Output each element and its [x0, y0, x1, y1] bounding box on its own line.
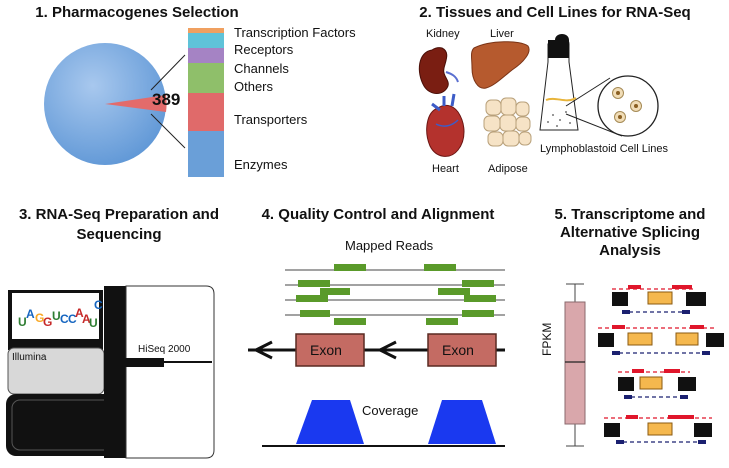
category-label-others: Others: [234, 79, 274, 94]
kidney-icon: [418, 47, 459, 94]
panel1-title: 1. Pharmacogenes Selection: [35, 4, 239, 21]
coverage-label: Coverage: [362, 403, 419, 418]
liver-icon: [471, 41, 530, 89]
svg-text:C: C: [60, 312, 69, 326]
panel5-title-line2: Alternative Splicing: [559, 224, 701, 241]
bar-receptors: [188, 33, 224, 48]
panel3-title-line2: Sequencing: [76, 226, 162, 243]
adipose-icon: [483, 97, 532, 147]
category-label-channels: Channels: [234, 61, 289, 76]
exon-box-right: [427, 333, 497, 367]
label-adipose: Adipose: [488, 163, 528, 175]
bar-transcription-factors: [188, 28, 224, 33]
category-stacked-bar: [188, 28, 224, 177]
mapped-reads-label: Mapped Reads: [345, 238, 434, 253]
isoform-3: [618, 369, 696, 399]
exon-label-right: Exon: [442, 342, 474, 358]
bar-enzymes: [188, 131, 224, 177]
isoform-1: [612, 285, 706, 314]
svg-text:U: U: [89, 316, 98, 330]
pie-slice-pharmacogenes: [105, 95, 167, 112]
svg-text:A: A: [82, 312, 91, 326]
coverage-peak-right: [428, 400, 496, 444]
exon-box-left: [295, 333, 365, 367]
hiseq-label: HiSeq 2000: [138, 344, 191, 355]
svg-text:A: A: [75, 306, 84, 320]
panel5-title-line1: 5. Transcriptome and: [554, 206, 706, 223]
category-label-enzymes: Enzymes: [234, 157, 288, 172]
label-heart: Heart: [432, 163, 459, 175]
category-label-transporters: Transporters: [234, 112, 308, 127]
pharmacogene-count: 389: [152, 90, 181, 109]
svg-text:G: G: [43, 315, 52, 329]
coverage-peak-left: [296, 400, 364, 444]
svg-text:C: C: [68, 312, 77, 326]
culture-flask-icon: [539, 34, 659, 137]
screen-sequence-letters: U A G G U C C A A U C AGGUCCAAUUC: [18, 298, 103, 330]
label-kidney: Kidney: [426, 28, 460, 40]
heart-icon: [426, 93, 465, 157]
label-liver: Liver: [490, 28, 514, 40]
pharmacogenes-pie-chart: [44, 43, 167, 165]
category-label-transcription-factors: Transcription Factors: [234, 25, 356, 40]
svg-text:G: G: [35, 311, 44, 325]
svg-text:U: U: [18, 315, 27, 329]
isoform-4: [604, 415, 712, 444]
svg-text:U: U: [52, 309, 61, 323]
illumina-label: Illumina: [12, 352, 47, 363]
panel4-title: 4. Quality Control and Alignment: [261, 206, 495, 223]
panel5-title-line3: Analysis: [599, 242, 661, 259]
panel2-title: 2. Tissues and Cell Lines for RNA-Seq: [419, 4, 691, 21]
exon-label-left: Exon: [310, 342, 342, 358]
bar-transporters: [188, 93, 224, 131]
panel3-title-line1: 3. RNA-Seq Preparation and: [18, 206, 220, 223]
bar-others: [188, 63, 224, 93]
svg-text:A: A: [26, 307, 35, 321]
isoform-2: [598, 325, 724, 355]
svg-text:C: C: [94, 298, 103, 312]
bar-channels: [188, 48, 224, 63]
label-lymphoblastoid: Lymphoblastoid Cell Lines: [540, 143, 668, 155]
category-label-receptors: Receptors: [234, 42, 294, 57]
